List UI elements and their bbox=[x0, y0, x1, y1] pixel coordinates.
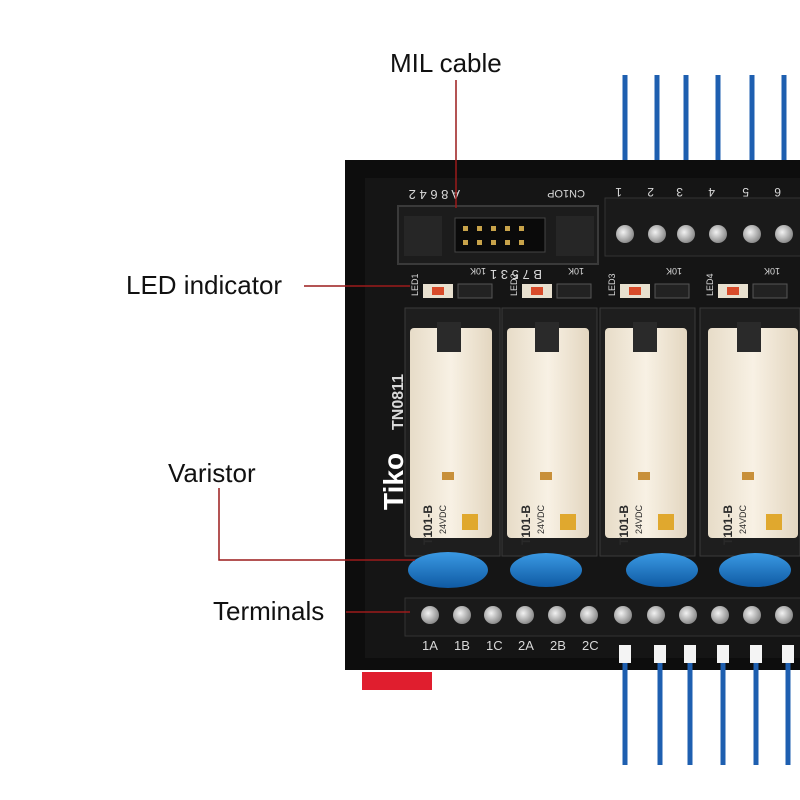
mil-connector bbox=[397, 205, 599, 265]
terminal-label-2a: 2A bbox=[518, 638, 534, 653]
terminal-label-1a: 1A bbox=[422, 638, 438, 653]
relay3-voltage: 24VDC bbox=[634, 504, 644, 534]
relay2-voltage: 24VDC bbox=[536, 504, 546, 534]
callout-lines bbox=[218, 80, 457, 613]
connector-label: CN1OP bbox=[547, 187, 585, 199]
bottom-wires bbox=[619, 645, 794, 765]
top-terminal-label-1: 1 bbox=[615, 185, 622, 199]
bottom-terminal-block bbox=[404, 597, 800, 637]
relay2-model: T101-B bbox=[519, 505, 533, 545]
led-row bbox=[423, 283, 788, 299]
relay4-voltage: 24VDC bbox=[738, 504, 748, 534]
top-terminal-label-2: 2 bbox=[647, 185, 654, 199]
led2-label: LED2 bbox=[509, 273, 519, 296]
callout-led-indicator: LED indicator bbox=[126, 270, 283, 300]
resistor-label-4: 10K bbox=[764, 266, 780, 276]
resistor-label-2: 10K bbox=[568, 266, 584, 276]
pin-row-bottom: B 7 5 3 1 bbox=[490, 267, 542, 282]
terminal-label-2c: 2C bbox=[582, 638, 599, 653]
led1-label: LED1 bbox=[410, 273, 420, 296]
relay1-voltage: 24VDC bbox=[438, 504, 448, 534]
top-terminal-label-4: 4 bbox=[708, 185, 715, 199]
board-model: TN0811 bbox=[390, 374, 407, 430]
top-terminal-label-6: 6 bbox=[774, 185, 781, 199]
callout-varistor: Varistor bbox=[168, 458, 256, 488]
led3-label: LED3 bbox=[607, 273, 617, 296]
relays bbox=[410, 322, 798, 538]
terminal-label-1b: 1B bbox=[454, 638, 470, 653]
resistor-label-1: 10K bbox=[470, 266, 486, 276]
callout-terminals: Terminals bbox=[213, 596, 325, 626]
top-terminal-label-5: 5 bbox=[742, 185, 749, 199]
terminal-label-2b: 2B bbox=[550, 638, 566, 653]
callout-mil-cable: MIL cable bbox=[390, 48, 502, 78]
relay3-model: T101-B bbox=[617, 505, 631, 545]
pin-row-top: A 8 6 4 2 bbox=[409, 187, 460, 202]
led4-label: LED4 bbox=[705, 273, 715, 296]
relay1-model: T101-B bbox=[421, 505, 435, 545]
varistor-leader bbox=[218, 488, 415, 561]
terminal-label-1c: 1C bbox=[486, 638, 503, 653]
relay4-model: T101-B bbox=[721, 505, 735, 545]
resistor-label-3: 10K bbox=[666, 266, 682, 276]
din-clip bbox=[362, 672, 432, 690]
brand-logo-text: Tiko bbox=[378, 453, 409, 510]
top-terminal-block bbox=[604, 197, 800, 257]
varistors bbox=[408, 552, 791, 588]
top-terminal-label-3: 3 bbox=[676, 185, 683, 199]
